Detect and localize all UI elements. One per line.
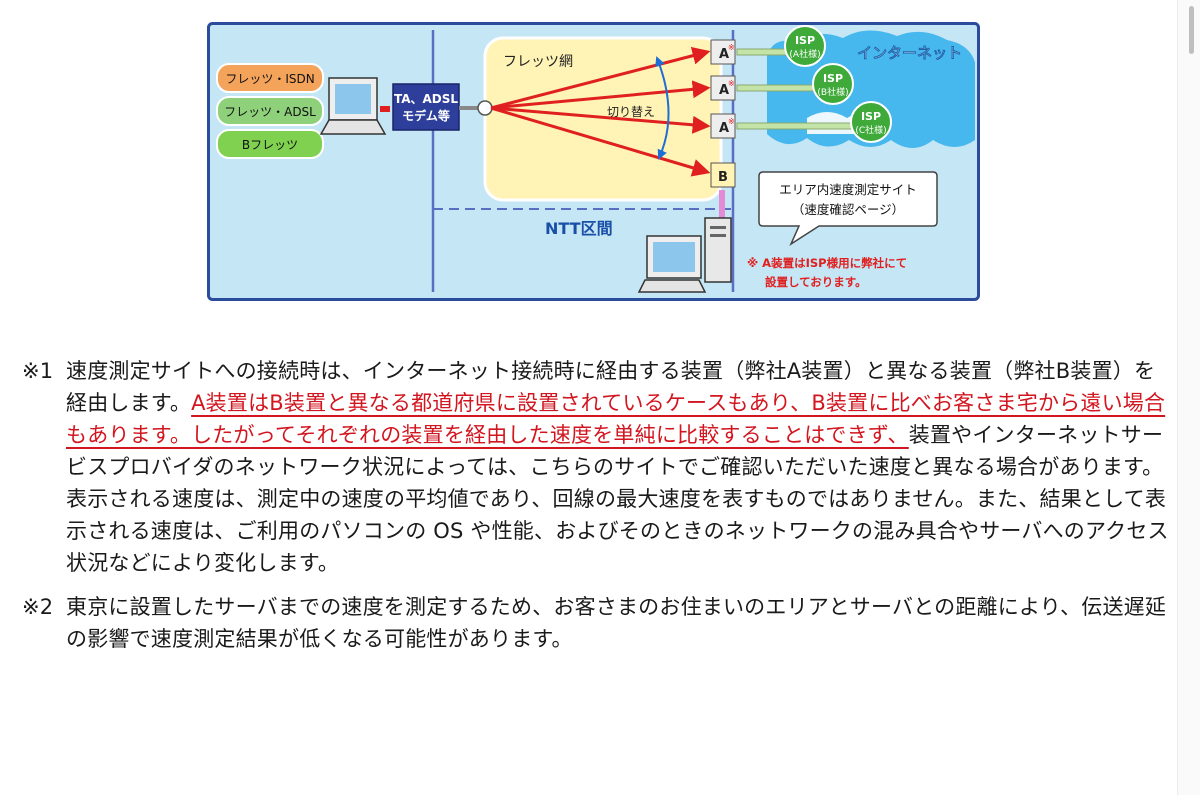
notes: ※1 速度測定サイトへの接続時は、インターネット接続時に経由する装置（弊社A装置…: [22, 355, 1172, 655]
svg-text:A: A: [719, 121, 729, 136]
modem-box: [392, 83, 460, 131]
service-isdn: フレッツ・ISDN: [216, 63, 324, 93]
svg-text:※: ※: [728, 117, 735, 126]
service-b-flets-label: Bフレッツ: [242, 138, 298, 152]
svg-text:※: ※: [728, 79, 735, 88]
switch-label: 切り替え: [607, 105, 655, 119]
network-diagram: インターネット NTT区間 フレッツ網 フレッツ・ISDN フレッツ・ADSL …: [207, 22, 980, 301]
isp-b: ISP (B社様): [812, 63, 854, 105]
network-port: [477, 100, 493, 116]
desktop-computer-icon: [637, 217, 732, 293]
link-pc-modem: [380, 106, 390, 112]
service-b-flets: Bフレッツ: [216, 129, 324, 159]
bubble-line-2: （速度確認ページ）: [792, 202, 904, 217]
svg-text:※: ※: [728, 43, 735, 52]
ntt-label: NTT区間: [545, 219, 613, 238]
note-1-paragraph-1: 速度測定サイトへの接続時は、インターネット接続時に経由する装置（弊社A装置）と異…: [66, 355, 1172, 483]
svg-text:A: A: [719, 47, 729, 62]
laptop-icon: [319, 77, 387, 135]
note-1-text: 速度測定サイトへの接続時は、インターネット接続時に経由する装置（弊社A装置）と異…: [66, 359, 1156, 415]
scrollbar[interactable]: [1177, 0, 1200, 795]
note-1-warning: A装置はB装置と異なる都道府県に設置されているケースもあり、B装置に比べお客さま…: [66, 391, 1166, 447]
svg-text:ISP: ISP: [823, 72, 843, 85]
device-b: B: [710, 162, 736, 188]
arrow-to-a1: [490, 46, 711, 110]
device-a2: A ※: [710, 75, 736, 101]
switch-arrow: [655, 56, 670, 160]
device-a1: A ※: [710, 39, 736, 65]
note-1-mark: ※1: [22, 359, 54, 383]
footnote-line-1: ※ A装置はISP様用に弊社にて: [747, 256, 907, 270]
arrow-to-b: [490, 106, 711, 177]
bubble-line-1: エリア内速度測定サイト: [779, 182, 917, 197]
device-a3: A ※: [710, 113, 736, 139]
internet-label: インターネット: [857, 44, 962, 62]
note-2-mark: ※2: [22, 595, 54, 619]
isp-c: ISP (C社様): [850, 101, 892, 143]
note-1: ※1 速度測定サイトへの接続時は、インターネット接続時に経由する装置（弊社A装置…: [22, 355, 1172, 579]
note-1-text-cont: 装置やインターネットサービスプロバイダのネットワーク状況によっては、こちらのサイ…: [66, 423, 1164, 479]
service-adsl-label: フレッツ・ADSL: [224, 105, 316, 119]
isp-a: ISP (A社様): [784, 25, 826, 67]
speed-site-bubble: エリア内速度測定サイト （速度確認ページ）: [758, 171, 938, 246]
svg-text:(B社様): (B社様): [817, 86, 848, 98]
modem-label-1: TA、ADSL: [394, 92, 458, 106]
svg-text:ISP: ISP: [861, 110, 881, 123]
arrow-to-a2: [490, 80, 711, 110]
modem-label-2: モデム等: [402, 108, 450, 123]
svg-text:(C社様): (C社様): [855, 124, 886, 136]
svg-text:ISP: ISP: [795, 34, 815, 47]
note-1-paragraph-2: 表示される速度は、測定中の速度の平均値であり、回線の最大速度を表すものではありま…: [66, 487, 1169, 575]
svg-text:A: A: [719, 83, 729, 98]
network-diagram-svg: インターネット NTT区間 フレッツ網 フレッツ・ISDN フレッツ・ADSL …: [207, 22, 980, 301]
note-2: ※2 東京に設置したサーバまでの速度を測定するため、お客さまのお住まいのエリアと…: [22, 591, 1172, 655]
svg-text:(A社様): (A社様): [789, 48, 820, 60]
link-a3-isp: [736, 122, 866, 130]
link-b-server: [719, 190, 725, 222]
footnote-line-2: 設置しております。: [765, 275, 867, 289]
svg-text:B: B: [718, 170, 728, 185]
note-2-paragraph: 東京に設置したサーバまでの速度を測定するため、お客さまのお住まいのエリアとサーバ…: [66, 595, 1167, 651]
service-isdn-label: フレッツ・ISDN: [225, 72, 314, 86]
network-label: フレッツ網: [503, 54, 573, 70]
arrow-to-a3: [490, 106, 711, 134]
service-adsl: フレッツ・ADSL: [216, 96, 324, 126]
scrollbar-thumb[interactable]: [1189, 6, 1194, 54]
link-modem-port: [459, 106, 481, 110]
